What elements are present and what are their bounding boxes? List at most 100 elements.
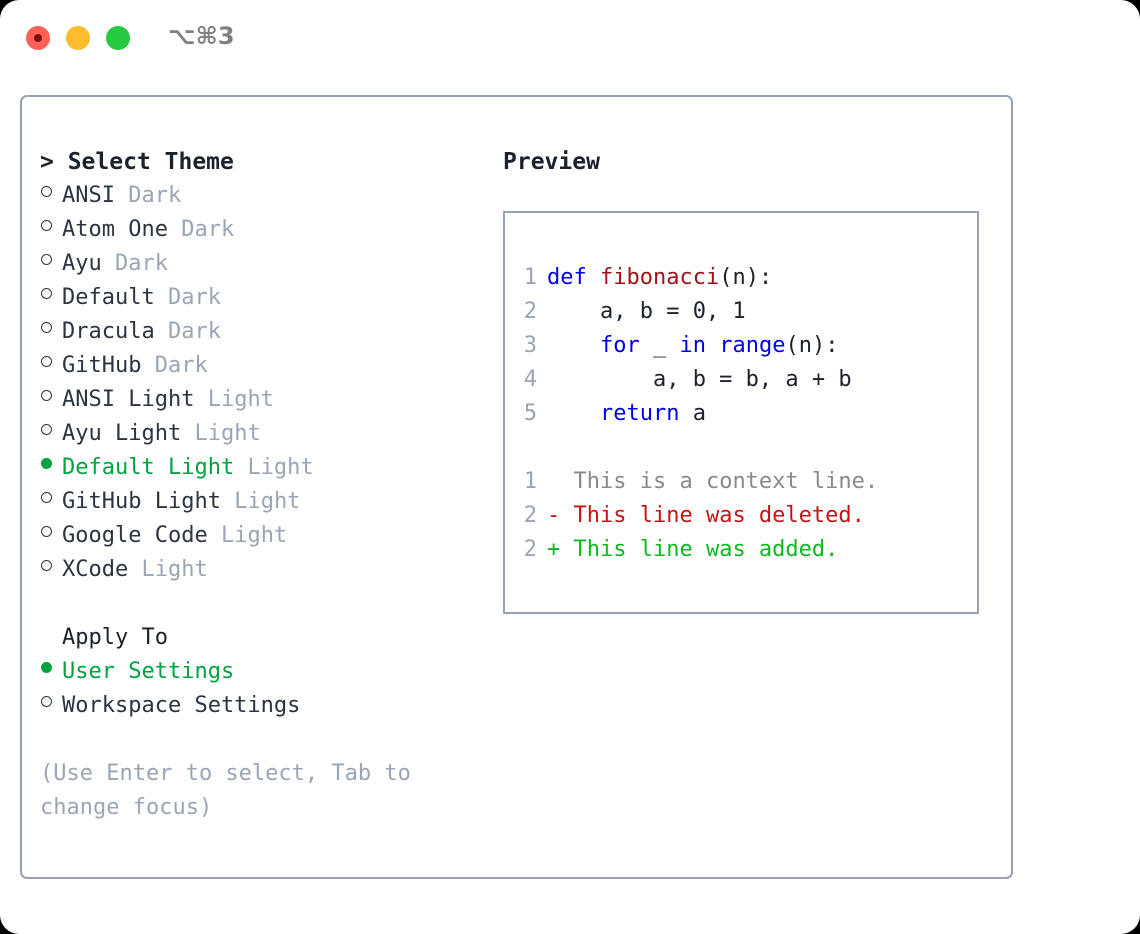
diff-line: 1 This is a context line.: [519, 465, 977, 499]
code-token-plain: a: [679, 401, 706, 426]
apply-to-option-label: Workspace Settings: [62, 693, 301, 718]
diff-line-number: 2: [523, 537, 537, 562]
theme-option-label: GitHub Light: [62, 489, 221, 514]
zoom-button[interactable]: [106, 26, 130, 50]
close-button[interactable]: [26, 26, 50, 50]
diff-text: This is a context line.: [573, 469, 879, 494]
diff-text: This line was deleted.: [573, 503, 865, 528]
label-tag-gap: [234, 451, 247, 485]
code-token-plain: a, b = b, a + b: [547, 367, 852, 392]
label-tag-gap: [155, 281, 168, 315]
code-diff-spacer: [519, 431, 977, 465]
theme-option-default[interactable]: Default Dark: [40, 281, 480, 315]
theme-variant-tag: Light: [234, 489, 301, 514]
theme-option-default-light[interactable]: Default Light Light: [40, 451, 480, 485]
diff-line: 2- This line was deleted.: [519, 499, 977, 533]
theme-option-label: Google Code: [62, 523, 208, 548]
radio-ring: [41, 356, 52, 367]
theme-option-label: Ayu Light: [62, 421, 182, 446]
theme-option-ayu-light[interactable]: Ayu Light Light: [40, 417, 480, 451]
diff-line: 2 + This line was added.: [519, 533, 977, 567]
code-token-plain: a, b = 0, 1: [547, 299, 746, 324]
diff-text: This line was added.: [573, 537, 839, 562]
apply-to-option-workspace-settings[interactable]: Workspace Settings: [40, 689, 480, 723]
theme-option-github-light[interactable]: GitHub Light Light: [40, 485, 480, 519]
theme-option-google-code[interactable]: Google Code Light: [40, 519, 480, 553]
radio-ring: [41, 458, 52, 469]
theme-option-ansi[interactable]: ANSI Dark: [40, 179, 480, 213]
code-token-kw: def: [547, 265, 600, 290]
radio-ring: [41, 560, 52, 571]
theme-option-xcode[interactable]: XCode Light: [40, 553, 480, 587]
select-theme-header: > Select Theme: [40, 145, 480, 179]
label-tag-gap: [221, 485, 234, 519]
section-spacer: [40, 587, 480, 621]
code-token-kw: range: [719, 333, 786, 358]
theme-option-label: Ayu: [62, 251, 102, 276]
preview-title: Preview: [503, 149, 600, 175]
code-line-number: 4: [523, 367, 537, 392]
theme-variant-tag: Dark: [128, 183, 182, 208]
keyboard-hint-text: (Use Enter to select, Tab to change focu…: [40, 761, 425, 820]
code-token-plain: (n):: [785, 333, 839, 358]
label-tag-gap: [208, 519, 221, 553]
apply-to-header: Apply To: [62, 625, 168, 650]
theme-option-label: Atom One: [62, 217, 168, 242]
code-token-plain: [547, 333, 600, 358]
code-token-fn: fibonacci: [599, 265, 720, 290]
apply-to-option-user-settings[interactable]: User Settings: [40, 655, 480, 689]
theme-variant-tag: Light: [207, 387, 274, 412]
diff-marker: [547, 469, 574, 494]
minimize-button[interactable]: [66, 26, 90, 50]
label-tag-gap: [168, 213, 181, 247]
code-line-number: 5: [523, 401, 537, 426]
code-token-plain: [547, 401, 600, 426]
theme-option-ayu[interactable]: Ayu Dark: [40, 247, 480, 281]
radio-ring: [41, 662, 52, 673]
label-tag-gap: [194, 383, 207, 417]
theme-option-label: Dracula: [62, 319, 155, 344]
theme-option-github[interactable]: GitHub Dark: [40, 349, 480, 383]
code-token-plain: (n):: [719, 265, 773, 290]
code-line: 2 a, b = 0, 1: [519, 295, 977, 329]
radio-ring: [41, 254, 52, 265]
theme-option-label: ANSI Light: [62, 387, 195, 412]
radio-ring: [41, 424, 52, 435]
code-line: 3 for _ in range(n):: [519, 329, 977, 363]
theme-variant-tag: Light: [194, 421, 261, 446]
theme-option-atom-one[interactable]: Atom One Dark: [40, 213, 480, 247]
code-line: 5 return a: [519, 397, 977, 431]
code-token-kw: in: [679, 333, 706, 358]
code-token-kw: for: [599, 333, 640, 358]
keyboard-shortcut-label: ⌥⌘3: [168, 22, 235, 50]
theme-variant-tag: Dark: [167, 319, 221, 344]
theme-option-dracula[interactable]: Dracula Dark: [40, 315, 480, 349]
theme-option-label: Default Light: [62, 455, 235, 480]
radio-ring: [41, 288, 52, 299]
label-tag-gap: [102, 247, 115, 281]
traffic-lights: [26, 26, 130, 50]
theme-option-ansi-light[interactable]: ANSI Light Light: [40, 383, 480, 417]
label-tag-gap: [115, 179, 128, 213]
diff-marker: -: [547, 503, 574, 528]
code-token-plain: _: [639, 333, 680, 358]
radio-ring: [41, 322, 52, 333]
diff-marker: +: [547, 537, 574, 562]
radio-ring: [41, 696, 52, 707]
theme-option-label: ANSI: [62, 183, 115, 208]
title-bar: ⌥⌘3: [0, 0, 1140, 78]
radio-ring: [41, 492, 52, 503]
code-line-number: 2: [523, 299, 537, 324]
diff-line-number: 2: [523, 503, 537, 528]
radio-ring: [41, 526, 52, 537]
code-token-kw: return: [599, 401, 680, 426]
theme-variant-tag: Light: [141, 557, 208, 582]
code-line: 4 a, b = b, a + b: [519, 363, 977, 397]
